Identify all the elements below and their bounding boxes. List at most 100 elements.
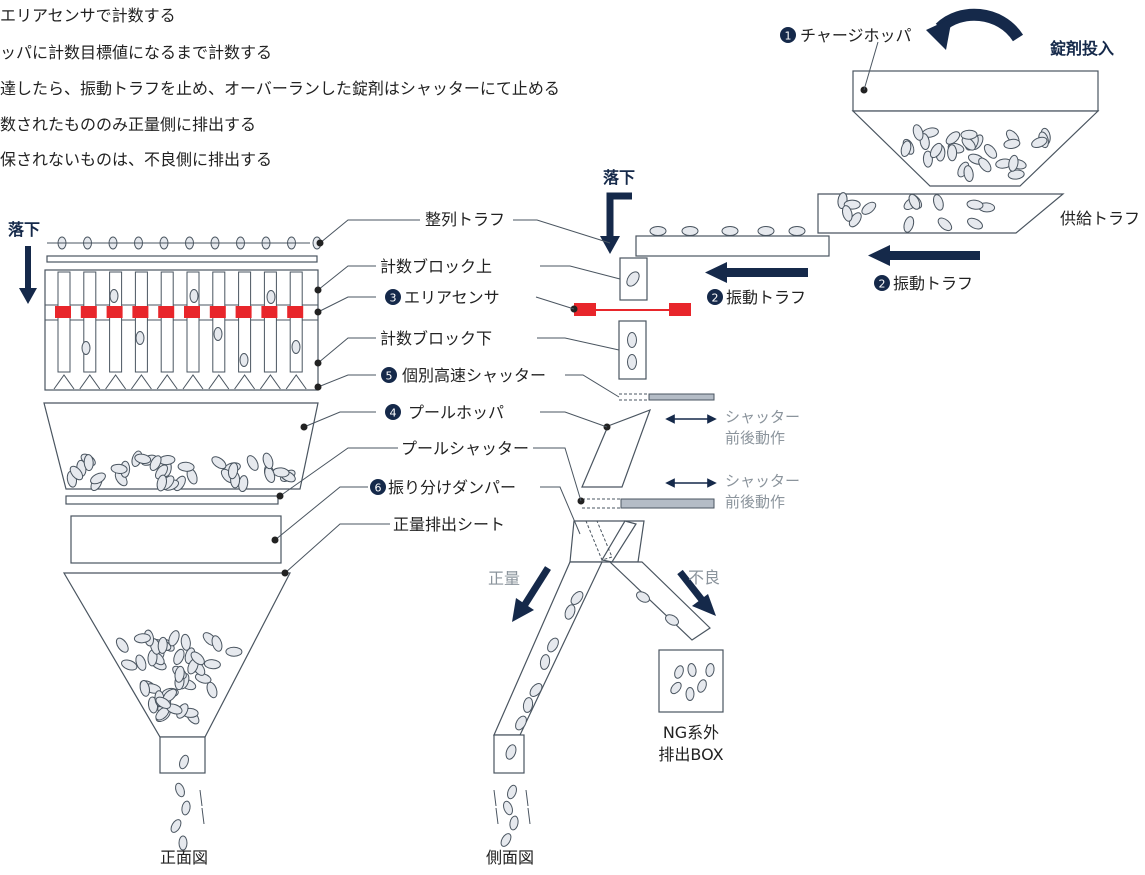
num-5-badge [381, 367, 397, 383]
pool-shutter-side [620, 498, 715, 509]
motion-line [525, 789, 529, 807]
drop-side-arrowhead [600, 236, 620, 254]
num-5: 5 [386, 370, 393, 383]
count-slot [57, 271, 71, 373]
count-slot [83, 271, 97, 373]
num-2-side: 2 [712, 292, 719, 305]
pill [505, 744, 517, 760]
align-trough-label: 整列トラフ [425, 210, 505, 229]
slot-funnel [234, 374, 256, 390]
trough-left-arrows [705, 245, 980, 283]
pool-hopper-label: プールホッパ [408, 403, 504, 422]
pills-pool-hopper [66, 450, 296, 493]
pills-ng-box [670, 663, 715, 701]
pill [156, 474, 168, 492]
charge-hopper-leader [863, 41, 879, 91]
pill [155, 696, 171, 709]
description-line-4: 数されたもののみ正量側に排出する [0, 115, 257, 134]
count-slot [186, 271, 200, 373]
pill [211, 635, 223, 652]
pill [500, 833, 512, 847]
pill [721, 226, 739, 236]
pill [227, 462, 239, 480]
area-sensor-segment [209, 306, 226, 318]
pill [174, 665, 185, 683]
area-sensor-label: エリアセンサ [404, 288, 500, 307]
pill [649, 226, 667, 236]
num-1-badge [780, 27, 796, 43]
pill [178, 835, 188, 851]
count-block-lower-side [618, 320, 647, 380]
front-view-label: 正面図 [160, 848, 208, 867]
damper-label: 振り分けダンパー [388, 478, 516, 497]
area-sensor-segment [132, 306, 149, 318]
pills-vibration-trough [649, 226, 806, 236]
count-block-upper-label: 計数ブロック上 [380, 257, 492, 276]
drop-side-label: 落下 [603, 168, 635, 187]
pill [912, 124, 924, 141]
num-3: 3 [390, 292, 397, 305]
pills-good-chute [505, 591, 584, 760]
pool-shutter-label: プールシャッター [401, 439, 529, 458]
pill [177, 461, 195, 472]
slot-funnel [156, 374, 178, 390]
drop-side-arrow [606, 192, 632, 242]
pill [154, 464, 169, 480]
pill [69, 465, 84, 481]
count-slot [212, 271, 226, 373]
pills-charge-hopper [900, 124, 1051, 183]
pill [135, 654, 147, 671]
pill [1008, 154, 1019, 172]
shutter-label: 個別高速シャッター [402, 366, 546, 385]
pill [170, 819, 182, 833]
pill [937, 217, 953, 232]
vibration-trough-label: 振動トラフ [893, 274, 973, 293]
pill [179, 754, 189, 770]
pill [515, 715, 527, 731]
motion-line [527, 807, 531, 825]
slot-funnel [130, 374, 152, 390]
pool-shutter-front [65, 495, 279, 505]
num-4: 4 [390, 407, 397, 420]
vibration-trough-side-label: 振動トラフ [726, 288, 806, 307]
pill [1003, 138, 1021, 149]
pool-hopper-side [581, 408, 652, 488]
num-1: 1 [785, 30, 792, 43]
charge-hopper [851, 70, 1100, 187]
pill [266, 290, 276, 304]
pill [115, 637, 129, 653]
reject-chute [608, 561, 711, 641]
pill [788, 226, 806, 236]
area-sensor-segment [184, 306, 200, 318]
pill [206, 681, 218, 699]
pill [135, 331, 145, 345]
pill [1007, 169, 1025, 180]
pill [121, 659, 138, 671]
num-2: 2 [879, 278, 886, 291]
description-line-1: エリアセンサで計数する [0, 6, 176, 25]
slot-funnel [285, 374, 307, 390]
count-slot [263, 271, 277, 373]
pill [133, 633, 151, 644]
pill [173, 648, 185, 665]
pill [134, 453, 152, 464]
num-2-badge [874, 275, 890, 291]
pill [966, 199, 984, 210]
pill [687, 663, 697, 677]
pill [109, 289, 119, 303]
pill [564, 604, 576, 620]
pill [189, 289, 199, 303]
align-trough-pills [47, 236, 322, 250]
pills-falling-front [170, 754, 205, 851]
side-view-label: 側面図 [486, 848, 534, 867]
pills-falling-side [493, 784, 531, 847]
num-6-badge [370, 479, 386, 495]
pill [705, 663, 715, 677]
count-slot [289, 271, 303, 373]
pill [507, 784, 517, 800]
pill [211, 456, 227, 470]
count-slot [238, 271, 252, 373]
slot-funnel [105, 374, 127, 390]
num-3-badge [385, 289, 401, 305]
area-sensor-segment [261, 306, 278, 318]
